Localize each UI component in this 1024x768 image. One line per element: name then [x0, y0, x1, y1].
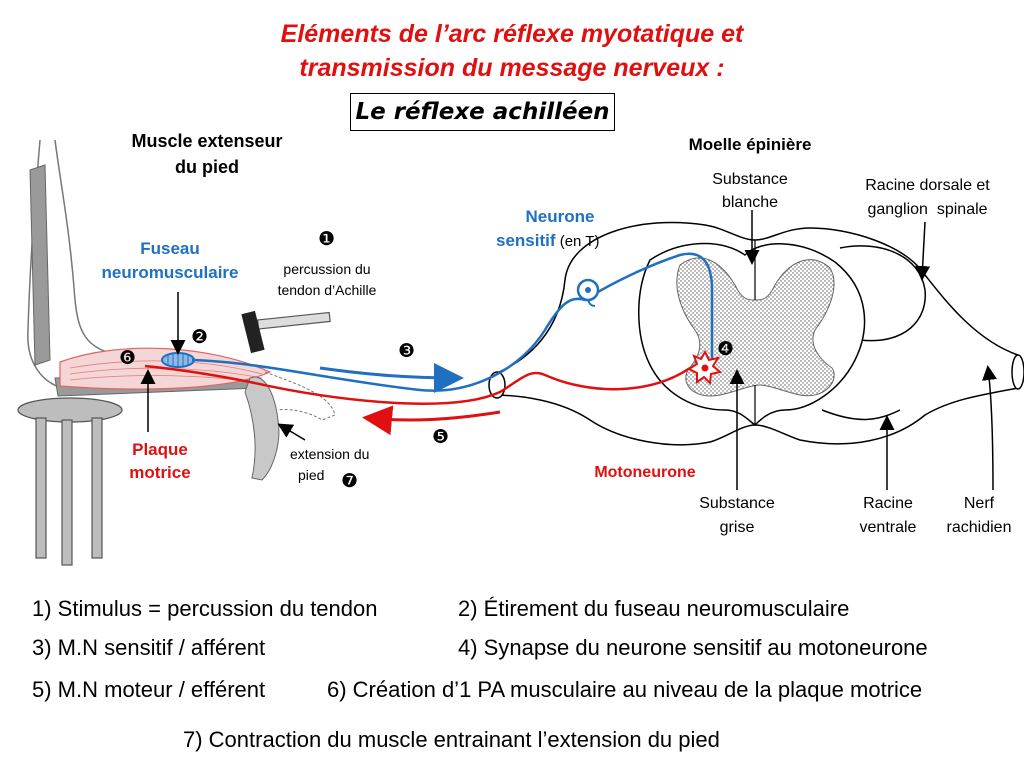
label-neurone-sensitif-line1: Neurone: [525, 207, 595, 226]
label-neurone-sensitif-suffix: (en T): [555, 233, 600, 250]
pointer-extension: [277, 423, 306, 441]
step-number-2: ❷: [191, 326, 209, 348]
label-substance-blanche-line2: blanche: [721, 194, 779, 211]
label-racine-dorsale-line2: ganglion spinale: [867, 201, 988, 218]
sensory-neuron-path: [191, 252, 714, 392]
title-line-2: transmission du message nerveux :: [299, 54, 725, 82]
label-neurone-sensitif-line2-wrap: sensitif (en T): [496, 229, 636, 253]
label-fuseau-line2: neuromusculaire: [101, 263, 239, 282]
pointer-racine-dorsale: [915, 221, 931, 281]
label-neurone-sensitif-line2: sensitif: [496, 231, 556, 250]
reflex-arc-diagram: [17, 139, 1024, 566]
legend-item-2: 2) Étirement du fuseau neuromusculaire: [458, 596, 850, 621]
label-muscle-line1: Muscle extenseur: [131, 131, 283, 151]
motor-flow-arrow: [362, 405, 501, 436]
label-substance-grise-line2: grise: [719, 519, 755, 536]
subtitle-box: Le réflexe achilléen: [350, 93, 615, 131]
legend-item-7: 7) Contraction du muscle entrainant l’ex…: [183, 727, 720, 752]
label-racine-dorsale-line1: Racine dorsale et: [865, 177, 990, 194]
label-extension-line1: extension du: [290, 446, 370, 462]
label-plaque-line1: Plaque: [132, 440, 188, 459]
label-substance-blanche-line1: Substance: [712, 171, 788, 188]
pointer-nerf: [982, 365, 997, 491]
step-number-1: ❶: [318, 228, 336, 250]
legend-item-5: 5) M.N moteur / efférent: [32, 677, 266, 702]
step-number-5: ❺: [432, 426, 450, 448]
step-number-6: ❻: [119, 347, 137, 369]
step-number-7: ❼: [341, 470, 359, 492]
label-plaque-line2: motrice: [129, 463, 191, 482]
label-percussion-line1: percussion du: [283, 261, 371, 277]
reflex-hammer: [241, 310, 331, 354]
label-muscle-line2: du pied: [175, 157, 239, 177]
label-racine-ventrale-line1: Racine: [863, 495, 913, 512]
label-moelle: Moelle épinière: [688, 135, 812, 154]
legend-item-4: 4) Synapse du neurone sensitif au motone…: [458, 635, 928, 660]
label-racine-ventrale-line2: ventrale: [859, 519, 917, 536]
label-nerf-line2: rachidien: [946, 519, 1012, 536]
sensory-flow-arrow: [319, 362, 464, 393]
legend-item-6: 6) Création d’1 PA musculaire au niveau …: [327, 677, 923, 702]
label-percussion-line2: tendon d’Achille: [277, 282, 377, 298]
label-extension-line2: pied: [298, 467, 325, 483]
label-substance-grise-line1: Substance: [699, 495, 775, 512]
label-nerf-line1: Nerf: [963, 495, 995, 512]
step-number-3: ❸: [398, 340, 416, 362]
stool: [17, 397, 123, 566]
label-fuseau-line1: Fuseau: [140, 239, 200, 258]
title-line-1: Eléments de l’arc réflexe myotatique et: [280, 20, 744, 48]
femur-bone: [29, 164, 51, 366]
legend-item-3: 3) M.N sensitif / afférent: [32, 635, 266, 660]
foot-bones: [244, 376, 280, 481]
legend-item-1: 1) Stimulus = percussion du tendon: [32, 596, 378, 621]
motor-neuron-path: [144, 364, 691, 405]
step-number-4: ❹: [717, 338, 735, 360]
label-motoneurone: Motoneurone: [594, 464, 696, 481]
